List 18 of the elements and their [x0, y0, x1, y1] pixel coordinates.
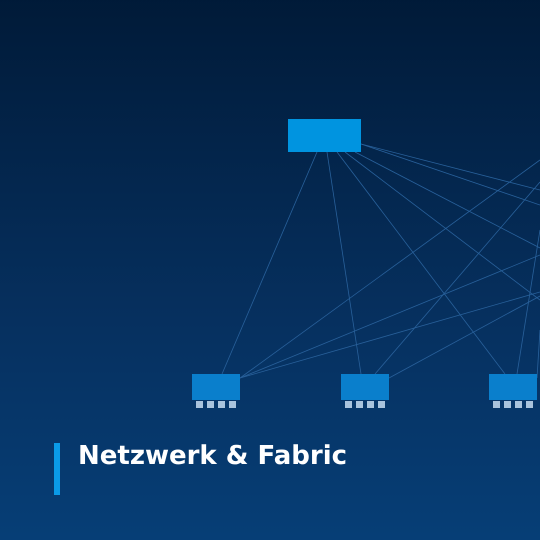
leaf-switch [341, 374, 389, 400]
connection-line [360, 144, 540, 190]
connection-line [360, 144, 540, 206]
connection-line [354, 152, 540, 248]
leaf-switch [192, 374, 240, 400]
connection-line [516, 230, 540, 374]
connection-line [388, 296, 540, 378]
spine-switch [288, 119, 361, 152]
connection-line [326, 152, 362, 374]
connection-line [240, 254, 540, 378]
connection-line [336, 152, 506, 374]
connection-line [344, 152, 540, 300]
connection-line [240, 292, 540, 378]
leaf-switch [489, 374, 537, 400]
connection-line [374, 182, 540, 374]
connection-line [240, 160, 540, 378]
connection-line [222, 152, 318, 374]
title: Netzwerk & Fabric [78, 441, 348, 471]
